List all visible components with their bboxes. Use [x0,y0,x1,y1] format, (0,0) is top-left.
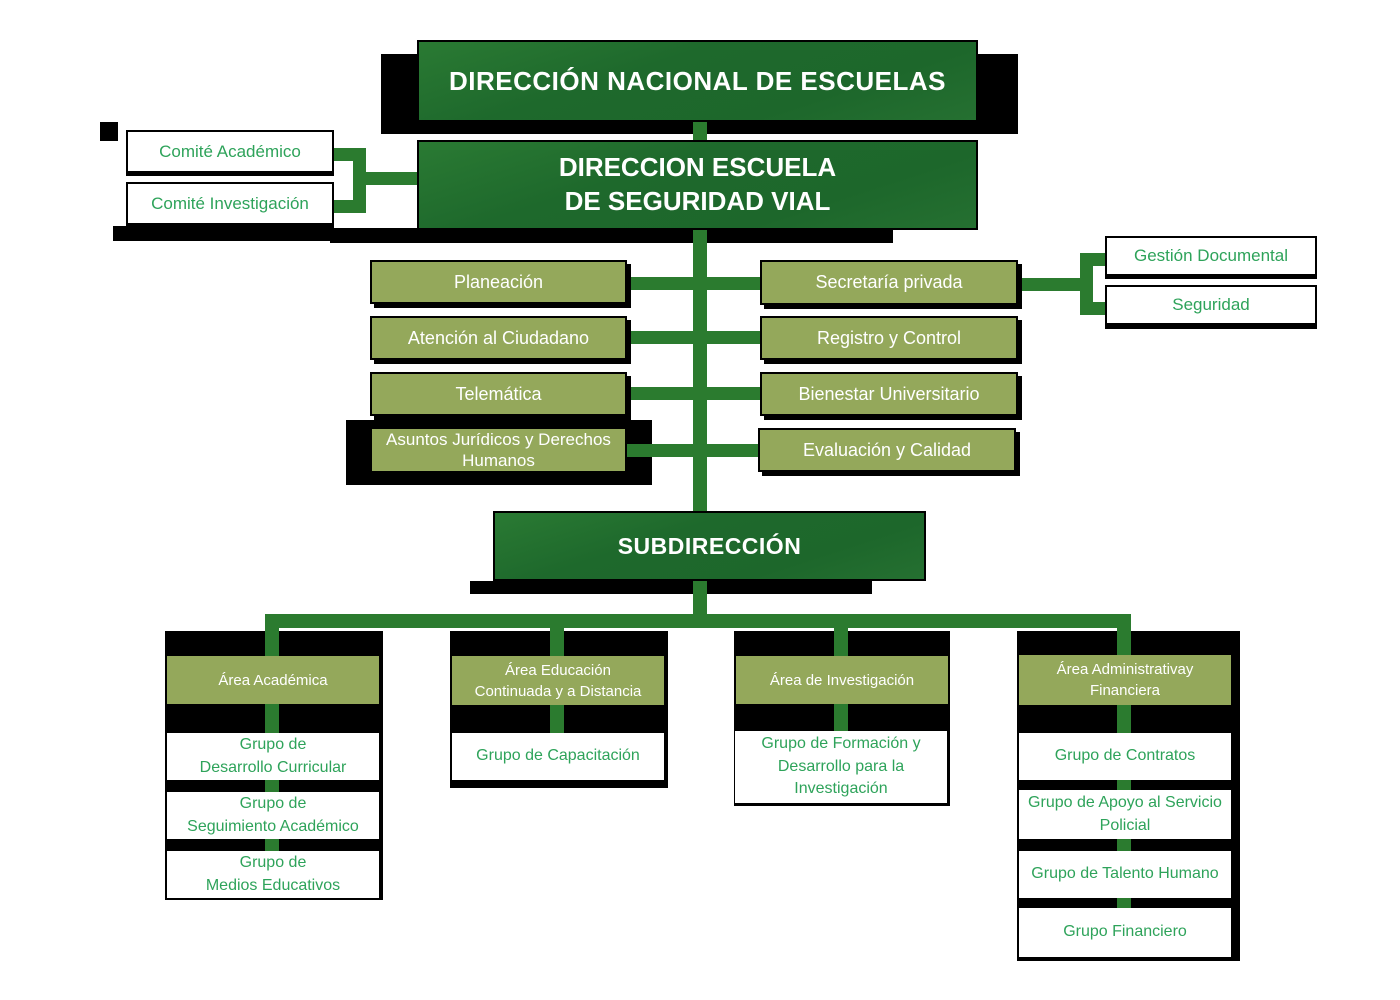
node-area-administrativa-financiera: Área Administrativay Financiera [1019,655,1231,705]
connector-support-stub-top [1080,253,1107,266]
node-seguridad: Seguridad [1105,285,1317,329]
node-area-educacion-continuada: Área Educación Continuada y a Distancia [452,656,664,705]
node-bienestar-universitario: Bienestar Universitario [760,372,1018,416]
connector-support-stub-bottom [1080,302,1107,315]
connector-subdirection-stub [693,578,707,618]
node-atencion-ciudadano: Atención al Ciudadano [370,316,627,360]
shadow-corner-committee [100,122,118,141]
shadow-band-committee-research [113,226,332,241]
node-comite-investigacion: Comité Investigación [126,182,334,228]
shadow-band-school [330,228,893,243]
node-grupo-desarrollo-curricular: Grupo de Desarrollo Curricular [167,733,379,780]
node-subdireccion: SUBDIRECCIÓN [493,511,926,581]
connector-row1-left [626,277,762,290]
node-secretaria-privada: Secretaría privada [760,260,1018,305]
node-grupo-formacion-investigacion: Grupo de Formación y Desarrollo para la … [735,731,947,803]
node-registro-control: Registro y Control [760,316,1018,360]
node-asuntos-juridicos: Asuntos Jurídicos y Derechos Humanos [370,427,627,473]
node-grupo-financiero: Grupo Financiero [1019,908,1231,957]
node-grupo-talento-humano: Grupo de Talento Humano [1019,851,1231,898]
connector-branch-bar [265,614,1131,628]
node-area-academica: Área Académica [167,656,379,704]
connector-committee-out [353,172,417,185]
connector-row2 [626,331,762,344]
node-direccion-nacional: DIRECCIÓN NACIONAL DE ESCUELAS [417,40,978,122]
node-direccion-escuela: DIRECCION ESCUELA DE SEGURIDAD VIAL [417,140,978,230]
connector-row4 [626,444,762,457]
node-evaluacion-calidad: Evaluación y Calidad [758,428,1016,472]
node-comite-academico: Comité Académico [126,130,334,176]
node-planeacion: Planeación [370,260,627,304]
shadow-band-subdirection [470,581,872,594]
node-grupo-contratos: Grupo de Contratos [1019,733,1231,780]
node-grupo-seguimiento-academico: Grupo de Seguimiento Académico [167,792,379,839]
node-grupo-capacitacion: Grupo de Capacitación [452,733,664,780]
node-telematica: Telemática [370,372,627,416]
connector-support-vertical [1080,253,1093,315]
node-area-investigacion: Área de Investigación [736,656,948,704]
connector-row3 [626,387,762,400]
node-grupo-apoyo-servicio-policial: Grupo de Apoyo al Servicio Policial [1019,790,1231,839]
connector-row1-right [1018,278,1086,291]
connector-national-school [693,120,707,142]
connector-trunk [693,228,707,514]
node-gestion-documental: Gestión Documental [1105,236,1317,279]
node-grupo-medios-educativos: Grupo de Medios Educativos [167,851,379,898]
